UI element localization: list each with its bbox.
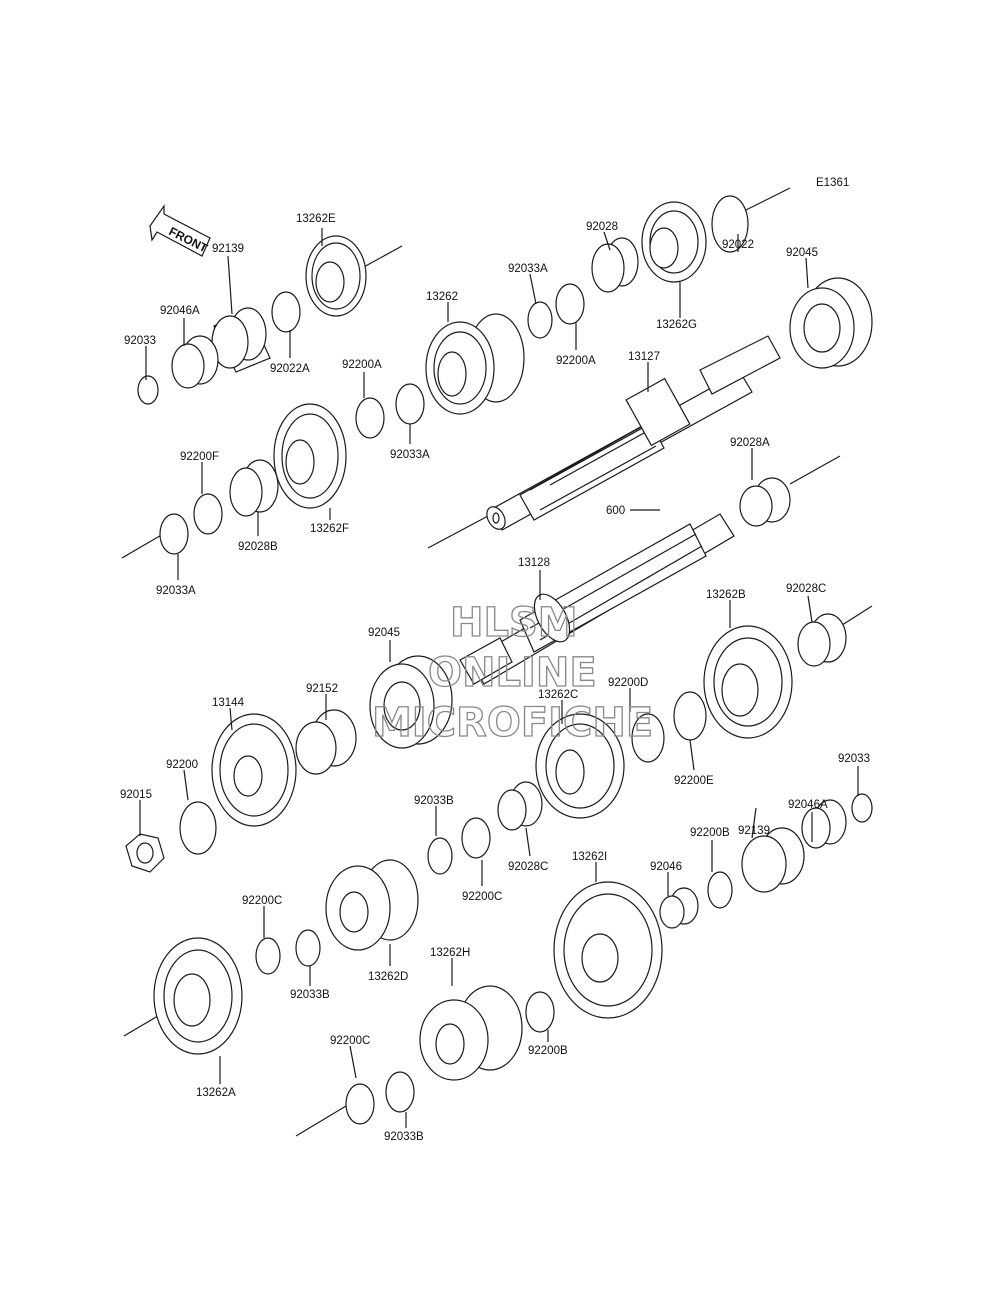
- part-label[interactable]: 13144: [212, 697, 245, 709]
- part-label[interactable]: 92200F: [180, 451, 219, 463]
- part-label[interactable]: 92046A: [160, 305, 200, 317]
- needle-bearing-92046A-right: [801, 799, 847, 849]
- output-shaft-13128: [459, 513, 735, 685]
- part-label[interactable]: 92046A: [788, 799, 828, 811]
- part-label[interactable]: 92200: [166, 759, 198, 771]
- gear-13262G: [641, 201, 707, 283]
- gear-13262: [425, 313, 525, 415]
- watermark-line3: MICROFICHE: [372, 700, 653, 746]
- part-label[interactable]: 92033A: [156, 585, 196, 597]
- bearing-92045-lower: [369, 655, 453, 749]
- watermark-line1: HLSM: [450, 600, 578, 646]
- part-label[interactable]: 13262I: [572, 851, 607, 863]
- gear-13262C: [535, 713, 625, 819]
- needle-bearing-92028C-lower: [497, 781, 543, 831]
- gear-13262H: [419, 985, 523, 1081]
- part-label[interactable]: 13262B: [706, 589, 746, 601]
- part-label[interactable]: 13262D: [368, 971, 408, 983]
- diagram-code: E1361: [816, 177, 849, 189]
- part-label[interactable]: 600: [606, 505, 625, 517]
- front-arrow-icon: FRONT: [149, 204, 211, 257]
- bushing-92028A: [739, 477, 791, 527]
- part-label[interactable]: 92200C: [462, 891, 502, 903]
- part-label[interactable]: 92033B: [414, 795, 454, 807]
- collar-92139-right: [741, 827, 805, 893]
- collar-92139-left: [211, 307, 271, 373]
- watermark: HLSM ONLINE MICROFICHE: [371, 599, 654, 746]
- part-label[interactable]: 13262H: [430, 947, 470, 959]
- part-label[interactable]: 13262F: [310, 523, 349, 535]
- part-label[interactable]: 13128: [518, 557, 550, 569]
- part-label[interactable]: 92028B: [238, 541, 278, 553]
- part-label[interactable]: 13262A: [196, 1087, 236, 1099]
- needle-bearing-92046: [659, 887, 699, 929]
- part-label[interactable]: 92015: [120, 789, 152, 801]
- part-label[interactable]: 13262E: [296, 213, 336, 225]
- nut-92015: [125, 833, 165, 873]
- needle-bearing-92028B: [229, 459, 279, 517]
- part-label[interactable]: 92200C: [242, 895, 282, 907]
- gear-13262I: [553, 881, 663, 1019]
- gear-13262E: [305, 235, 367, 317]
- part-label[interactable]: 13262G: [656, 319, 697, 331]
- part-label[interactable]: 92033B: [384, 1131, 424, 1143]
- part-label[interactable]: 92045: [786, 247, 818, 259]
- part-label[interactable]: 92033B: [290, 989, 330, 1001]
- gear-13262F: [273, 403, 347, 509]
- part-label[interactable]: 92200D: [608, 677, 648, 689]
- part-label[interactable]: 92028C: [786, 583, 826, 595]
- part-label[interactable]: 92152: [306, 683, 338, 695]
- part-label[interactable]: 92033A: [390, 449, 430, 461]
- part-label[interactable]: 92033A: [508, 263, 548, 275]
- gear-13262B: [703, 625, 793, 739]
- part-label[interactable]: 92028: [586, 221, 618, 233]
- gear-13262A: [153, 937, 243, 1055]
- part-label[interactable]: 92139: [212, 243, 244, 255]
- part-label[interactable]: 92028A: [730, 437, 770, 449]
- watermark-line2: ONLINE: [428, 650, 597, 696]
- part-label[interactable]: 92139: [738, 825, 770, 837]
- input-shaft-13127: [486, 335, 781, 531]
- bearing-92045-upper: [789, 277, 873, 369]
- part-label[interactable]: 92045: [368, 627, 400, 639]
- leader-lines: [139, 228, 859, 1128]
- part-label[interactable]: 92200C: [330, 1035, 370, 1047]
- part-label[interactable]: 92028C: [508, 861, 548, 873]
- part-label[interactable]: 92022A: [270, 363, 310, 375]
- part-label[interactable]: 92046: [650, 861, 682, 873]
- bushing-92028: [591, 237, 639, 293]
- part-label[interactable]: 92200A: [342, 359, 382, 371]
- part-label[interactable]: 92033: [124, 335, 156, 347]
- part-label[interactable]: 92200A: [556, 355, 596, 367]
- part-label[interactable]: 92200B: [690, 827, 730, 839]
- part-labels: 13262E 92139 92046A 92033 92022A 13262 9…: [120, 213, 870, 1143]
- part-label[interactable]: 92033: [838, 753, 870, 765]
- part-label[interactable]: 13127: [628, 351, 660, 363]
- part-label[interactable]: 13262: [426, 291, 458, 303]
- gear-13262D: [325, 859, 419, 951]
- sprocket-13144: [211, 713, 297, 827]
- part-label[interactable]: 13262C: [538, 689, 578, 701]
- collar-92152: [295, 709, 357, 775]
- needle-bearing-92046A-left: [171, 335, 219, 389]
- part-label[interactable]: 92022: [722, 239, 754, 251]
- part-label[interactable]: 92200B: [528, 1045, 568, 1057]
- washers-and-circlips: [137, 195, 873, 1125]
- part-label[interactable]: 92200E: [674, 775, 714, 787]
- needle-bearing-92028C-right: [797, 613, 847, 667]
